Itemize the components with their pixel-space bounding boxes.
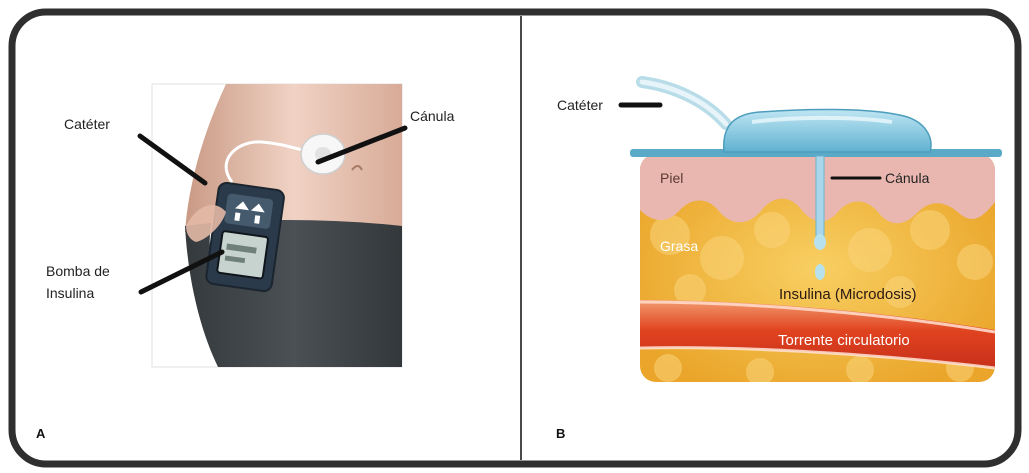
- insulin-pump: [205, 182, 285, 292]
- panel-a-photo: [152, 84, 402, 367]
- label-insulina: Insulina (Microdosis): [779, 286, 917, 305]
- label-torrente: Torrente circulatorio: [778, 332, 910, 351]
- label-bomba-line2: Insulina: [46, 285, 94, 303]
- label-bomba-line1: Bomba de: [46, 263, 110, 281]
- label-canula-b: Cánula: [885, 170, 929, 188]
- infusion-set-device: [724, 109, 931, 152]
- insulin-drop-1: [814, 234, 826, 250]
- cannula: [816, 156, 824, 240]
- label-cateter-a: Catéter: [64, 116, 110, 134]
- label-piel: Piel: [660, 170, 683, 188]
- label-cateter-b: Catéter: [557, 97, 603, 115]
- pump-screen: [217, 231, 268, 279]
- label-canula-a: Cánula: [410, 108, 454, 126]
- panel-b-letter: B: [556, 426, 565, 442]
- insulin-drop-2: [815, 264, 825, 280]
- panel-a-letter: A: [36, 426, 45, 442]
- label-grasa: Grasa: [660, 238, 698, 256]
